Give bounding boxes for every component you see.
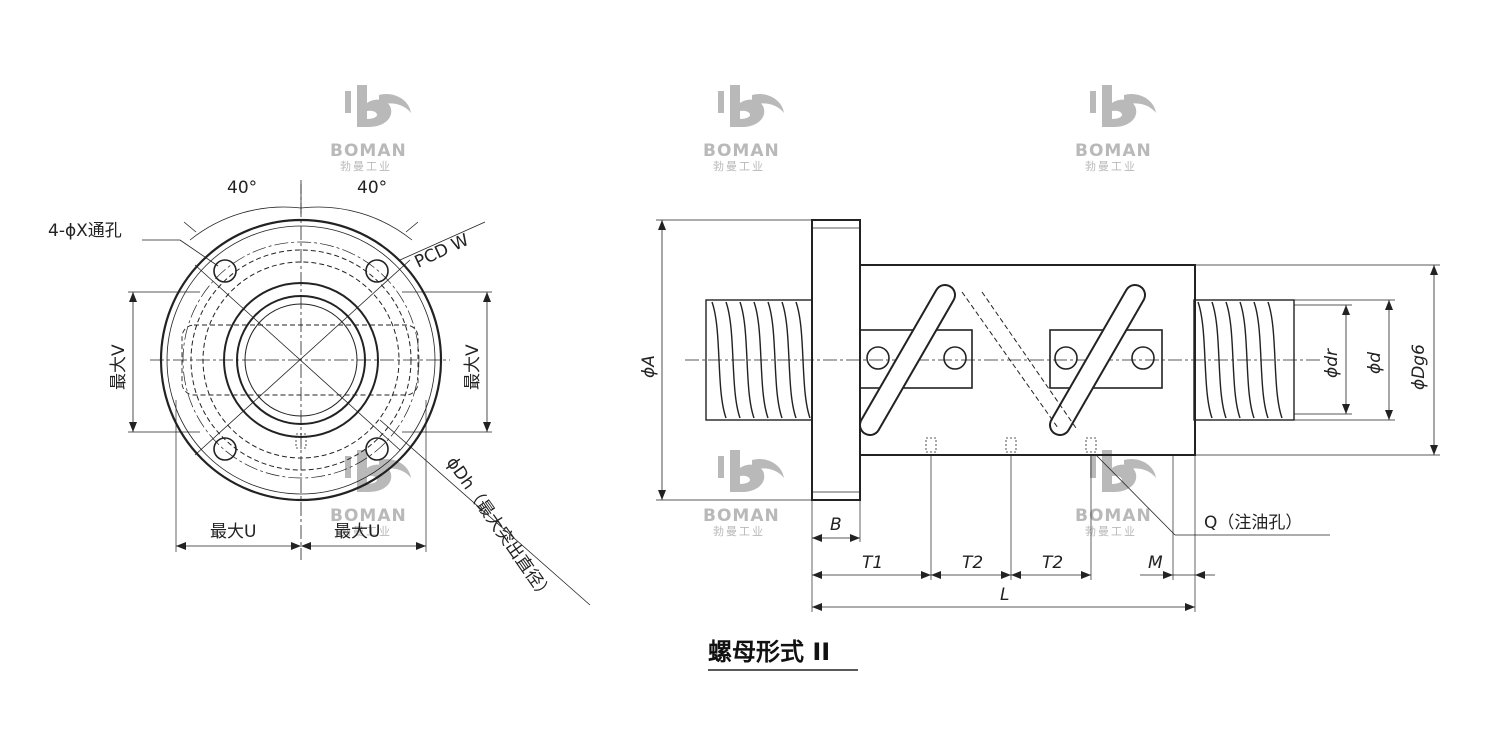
svg-text:勃曼工业: 勃曼工业	[1085, 160, 1137, 173]
angle-label-right: 40°	[357, 178, 387, 198]
watermark-logo: BOMAN 勃曼工业	[703, 85, 784, 173]
pcd-label: PCD W	[412, 230, 473, 272]
thread-line	[1197, 301, 1213, 419]
dh-label: ϕDh（最大突出直径）	[442, 453, 557, 605]
holes-label: 4-ϕX通孔	[48, 221, 122, 241]
thread-line	[753, 301, 769, 419]
m-label: M	[1148, 553, 1163, 573]
t2b-label: T2	[1042, 553, 1063, 573]
thread-line	[795, 301, 811, 419]
watermark-logo: BOMAN 勃曼工业	[330, 450, 411, 538]
t2a-label: T2	[962, 553, 983, 573]
thread-line	[739, 301, 755, 419]
svg-text:BOMAN: BOMAN	[703, 141, 780, 161]
d-label: ϕd	[1365, 352, 1385, 374]
svg-text:勃曼工业: 勃曼工业	[713, 525, 765, 538]
watermark-logo: BOMAN 勃曼工业	[1075, 85, 1156, 173]
dr-label: ϕdr	[1322, 348, 1342, 378]
svg-text:勃曼工业: 勃曼工业	[340, 525, 392, 538]
max-v-left-label: 最大V	[109, 344, 129, 390]
angle-label-left: 40°	[227, 178, 257, 198]
phi-a-label: ϕA	[639, 355, 659, 378]
svg-text:勃曼工业: 勃曼工业	[713, 160, 765, 173]
max-u-left-label: 最大U	[210, 522, 256, 542]
b-label: B	[830, 515, 842, 535]
svg-text:BOMAN: BOMAN	[1075, 506, 1152, 526]
svg-text:勃曼工业: 勃曼工业	[1085, 525, 1137, 538]
watermark-logo: BOMAN 勃曼工业	[330, 85, 411, 173]
svg-text:BOMAN: BOMAN	[330, 506, 407, 526]
svg-text:BOMAN: BOMAN	[703, 506, 780, 526]
l-label: L	[1000, 585, 1009, 605]
watermark-brand: BOMAN	[330, 141, 407, 161]
max-u-right-label: 最大U	[334, 522, 380, 542]
thread-line	[1225, 301, 1241, 419]
watermark-logo: BOMAN 勃曼工业	[1075, 450, 1156, 538]
thread-line	[1267, 301, 1283, 419]
dg6-label: ϕDg6	[1409, 344, 1429, 390]
thread-line	[767, 301, 783, 419]
front-arrows	[129, 292, 491, 550]
side-view	[656, 219, 1440, 612]
t1-label: T1	[862, 553, 883, 573]
watermark-logo: BOMAN 勃曼工业	[703, 450, 784, 538]
q-label: Q（注油孔）	[1204, 513, 1302, 533]
max-v-right-label: 最大V	[463, 344, 483, 390]
thread-lines	[711, 301, 1283, 419]
thread-line	[781, 301, 797, 419]
front-view	[128, 180, 591, 606]
thread-line	[711, 301, 727, 419]
svg-text:BOMAN: BOMAN	[1075, 141, 1152, 161]
side-arrows	[658, 220, 1438, 611]
thread-line	[1211, 301, 1227, 419]
figure-caption: 螺母形式 II	[708, 638, 830, 666]
watermark-subtitle: 勃曼工业	[340, 160, 392, 173]
thread-line	[725, 301, 741, 419]
thread-line	[1239, 301, 1255, 419]
thread-line	[1253, 301, 1269, 419]
